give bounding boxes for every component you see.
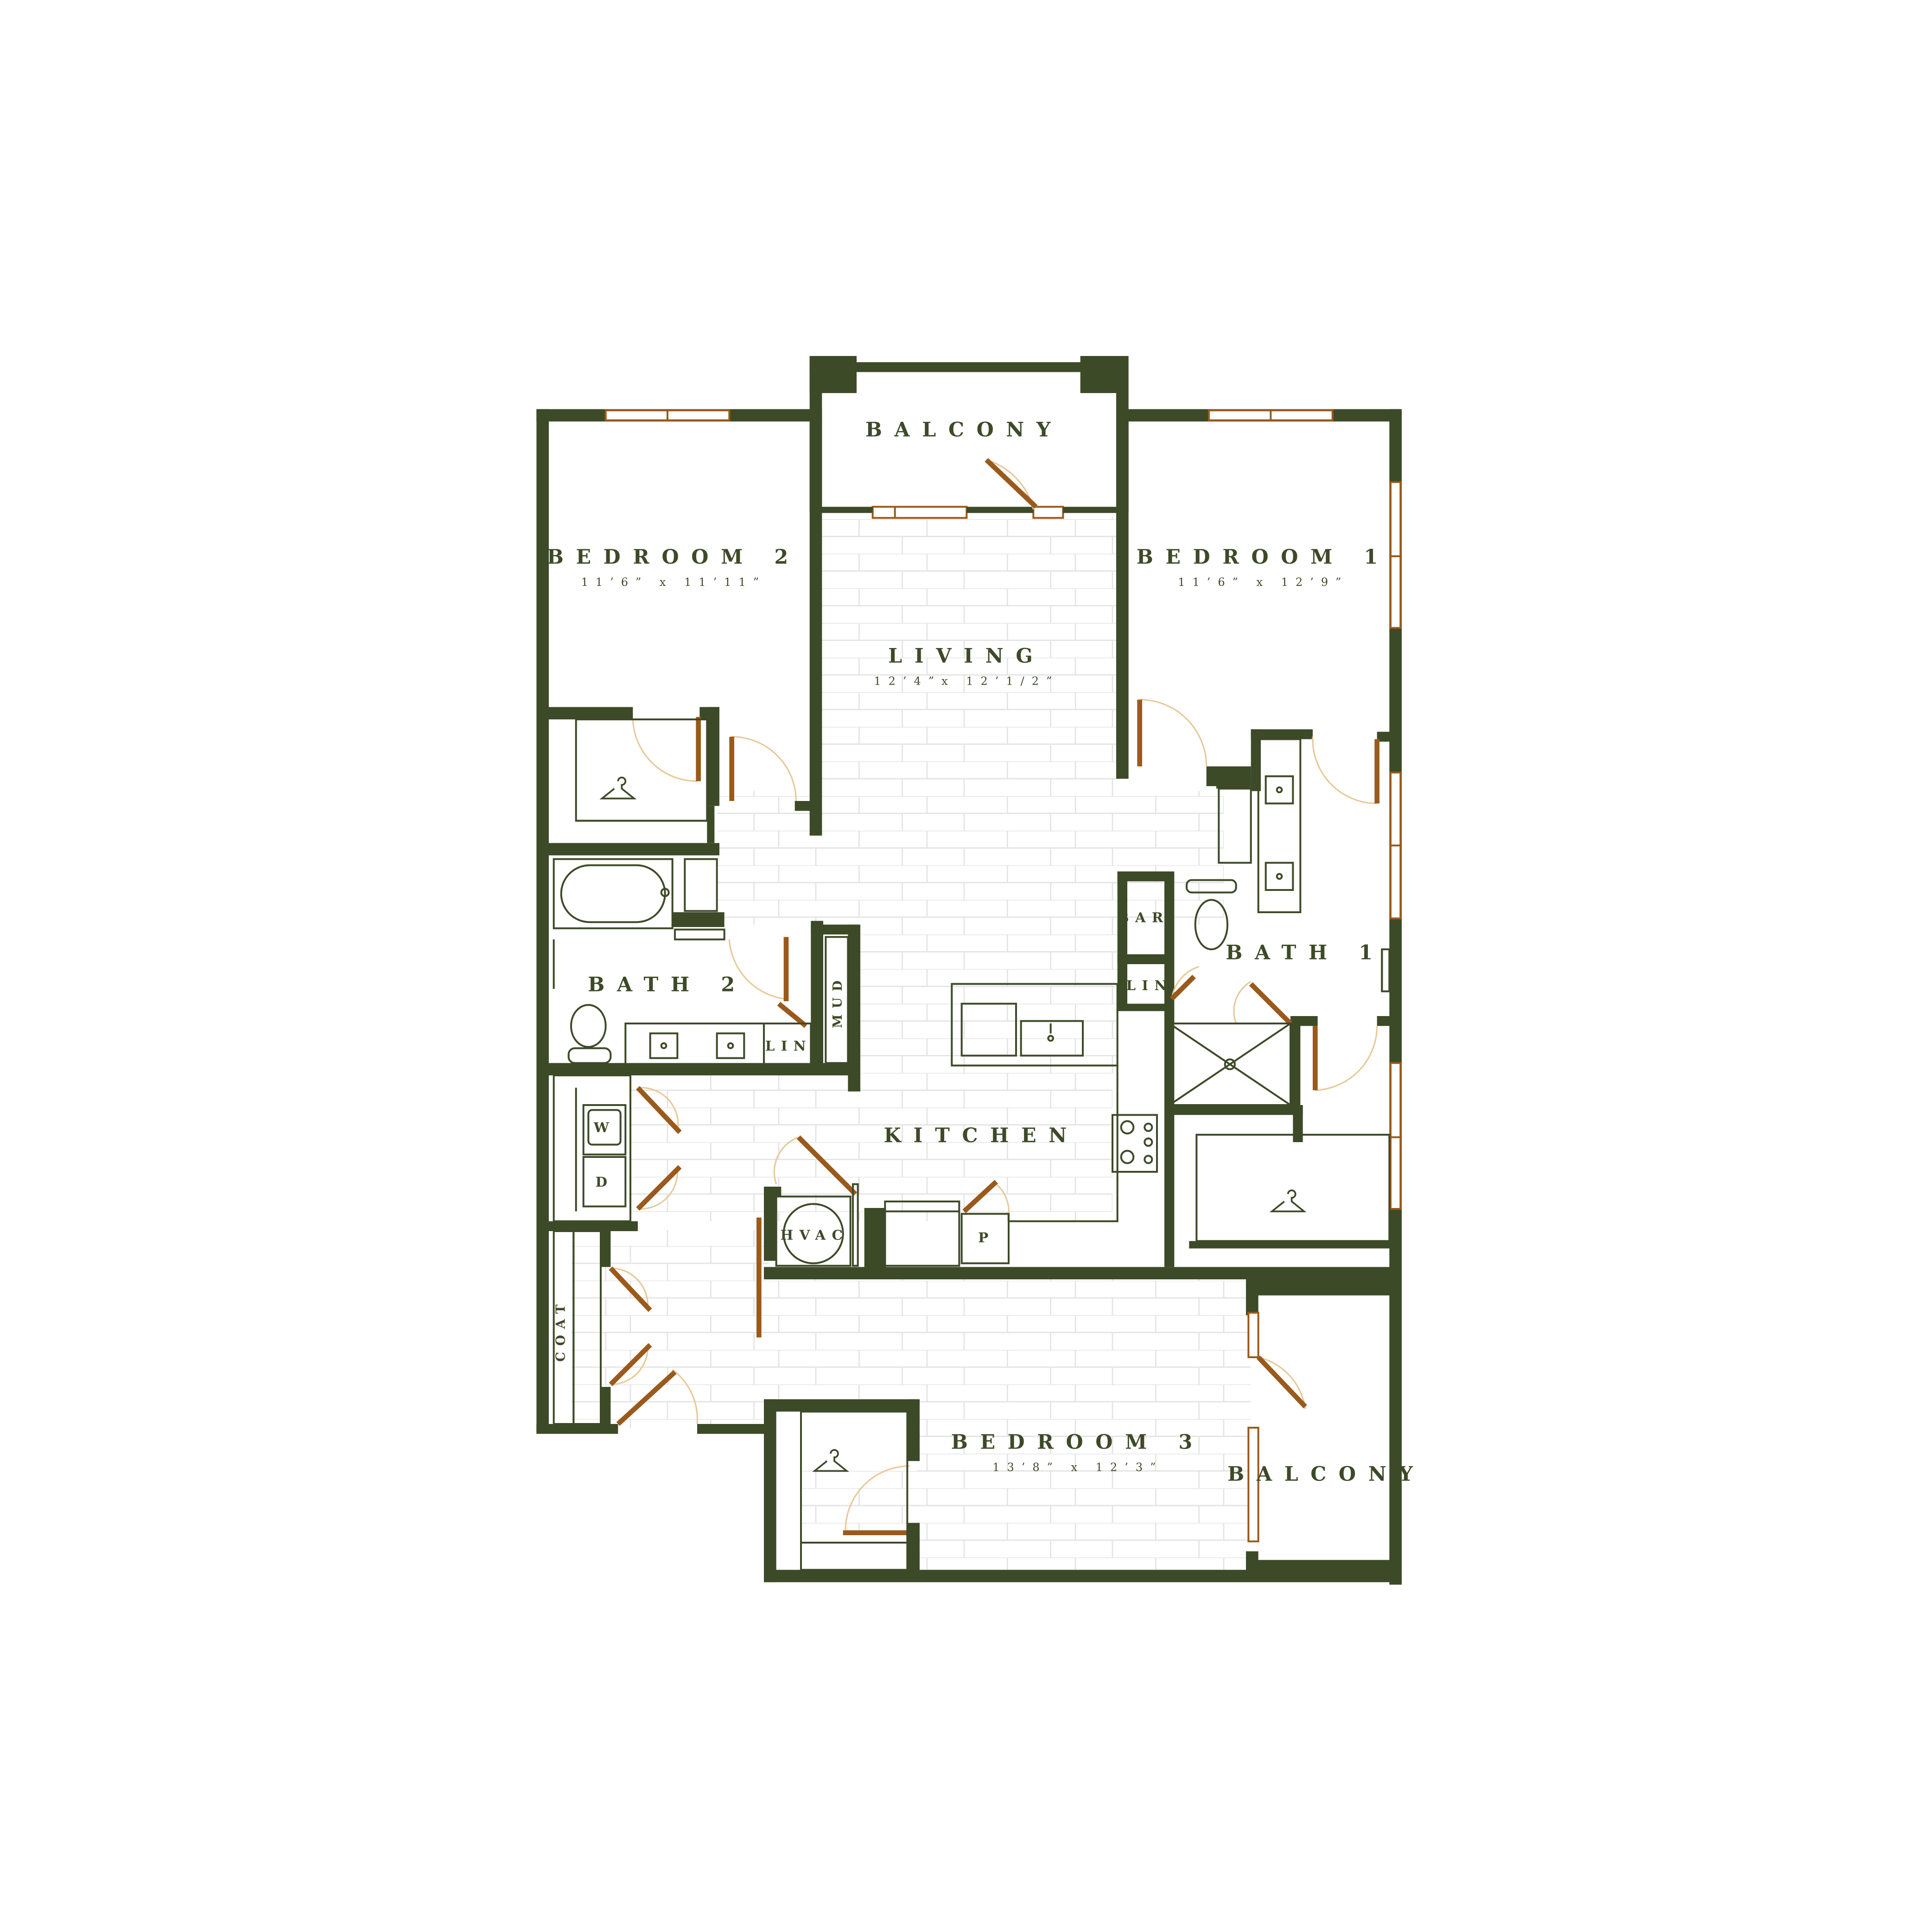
hanger-icons [599,776,1307,1472]
closet-lines [553,718,1391,1571]
hanger-icon [1269,1189,1307,1213]
window-bedroom3-top [1247,1312,1259,1358]
room-labels: BALCONY BEDROOM 2 11’6” x 11’11” BEDROOM… [547,418,1425,1486]
door-pantry [962,1180,998,1214]
sink-icon [1265,862,1294,891]
label-lin-bath1: LIN [1126,977,1173,993]
label-washer: W [593,1119,615,1136]
window-living-right [1032,506,1064,519]
bath2-fixtures [553,858,849,1069]
room-dims-bedroom-1: 11’6” x 12’9” [1178,576,1348,589]
window-bedroom3-bottom [1247,1427,1259,1543]
toilet-icon [1185,879,1237,894]
door-hvac [796,1135,858,1196]
label-bar: BAR [1118,909,1169,925]
hanger-icon [599,776,637,800]
windows [604,409,1402,1543]
door-balcony-right [1256,1355,1307,1409]
window-bedroom1-side [1390,481,1402,629]
room-dims-bedroom-2: 11’6” x 11’11” [581,576,766,589]
door-lin2 [777,1002,808,1028]
vanity [624,1023,812,1069]
hanger-icon [812,1449,849,1472]
label-pantry: P [978,1229,994,1246]
room-dims-bedroom-3: 13’8” x 12’3” [992,1461,1163,1474]
door-shower [1249,982,1292,1025]
sink-icon [716,1032,745,1059]
window-closet1 [1390,1062,1402,1210]
room-label-bedroom-3: BEDROOM 3 [951,1430,1205,1454]
label-mud: MUD [831,974,845,1028]
room-label-bath-2: BATH 2 [588,973,747,997]
shower-icon [1168,1023,1291,1106]
room-label-bedroom-2: BEDROOM 2 [547,546,801,569]
room-label-balcony-top: BALCONY [865,418,1063,441]
kitchen-island [951,983,1119,1067]
door-front [616,1370,677,1426]
room-label-living: LIVING [888,644,1045,667]
door-balcony-top [985,458,1038,509]
room-label-balcony-right: BALCONY [1227,1463,1425,1486]
room-label-bedroom-1: BEDROOM 1 [1137,546,1390,569]
sink-icon [649,1032,679,1059]
sink-icon [1020,1020,1084,1057]
door-lin1 [1170,974,1196,1001]
room-dims-living: 12’4”x 12’1/2” [874,674,1059,687]
label-dryer: D [596,1174,614,1190]
door-laundry-top [636,1086,682,1134]
bath1-vanity [1257,738,1302,913]
room-label-kitchen: KITCHEN [884,1124,1079,1147]
label-hvac: HVAC [781,1227,849,1243]
balcony-sill [820,507,1118,513]
kitchen-fixtures [553,983,1158,1269]
range-icon [1112,1114,1158,1173]
door-coat-bottom [609,1343,652,1386]
doors [609,458,1379,1535]
label-lin-bath2: LIN [765,1038,812,1054]
window-living-left [871,506,968,519]
door-coat-top [609,1266,652,1312]
label-coat: COAT [554,1298,568,1362]
door-laundry-bottom [636,1165,682,1211]
room-label-bath-1: BATH 1 [1226,941,1385,964]
sink-icon [1265,775,1294,805]
toilet-icon [570,1004,607,1048]
door-swings [610,459,1378,1531]
bath1-fixtures [1168,738,1391,1106]
bathtub-icon [553,858,674,929]
fixture-labels: BAR LIN LIN MUD W D HVAC P COAT [554,909,1173,1362]
flooring [571,516,1251,1570]
